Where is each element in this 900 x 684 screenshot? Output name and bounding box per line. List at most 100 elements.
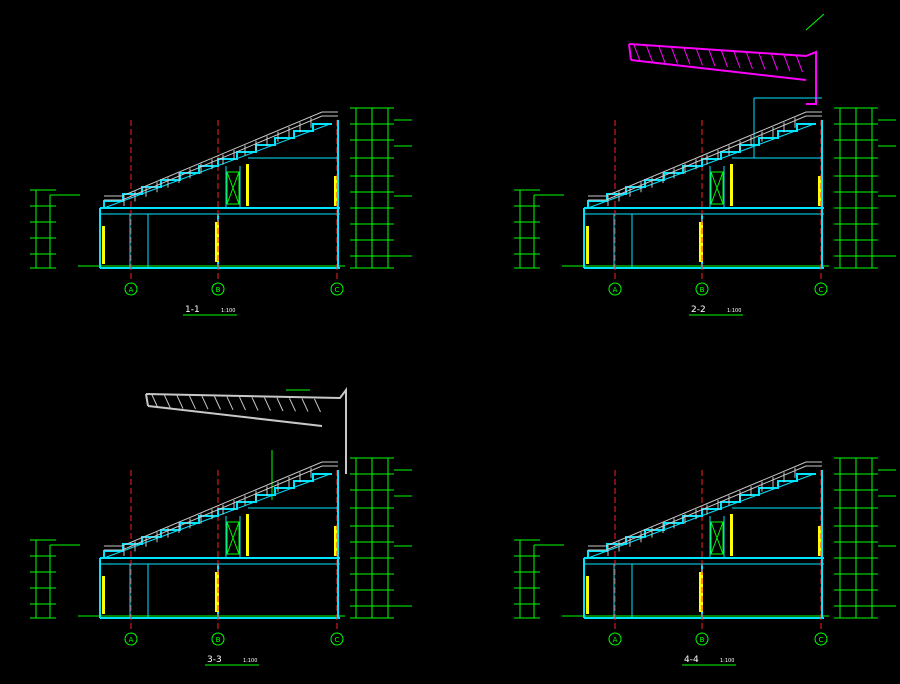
handrail-top: [104, 461, 338, 547]
stand-rake-soffit: [103, 123, 331, 209]
column-mark: [586, 576, 589, 614]
grid-axis-label-c: C: [819, 286, 824, 294]
handrail-top: [588, 461, 822, 547]
door-symbol: [226, 171, 240, 205]
truss-web: [796, 55, 803, 73]
grid-axis-label-a: A: [129, 636, 134, 644]
canopy-bottom-chord: [147, 405, 323, 427]
grid-axis-label-a: A: [613, 636, 618, 644]
column-mark: [334, 176, 338, 206]
grid-axis-bubble: [211, 632, 225, 646]
grid-axis-label-c: C: [335, 636, 340, 644]
handrail-mid: [104, 465, 338, 551]
door-swing: [710, 171, 724, 205]
column-mark: [246, 514, 249, 556]
truss-web: [276, 397, 284, 412]
section-label: 4-4: [684, 655, 699, 665]
column-mark: [246, 164, 249, 206]
handrail-mid: [588, 465, 822, 551]
column-mark: [215, 222, 219, 262]
door-symbol: [710, 171, 724, 205]
grid-axis-bubble: [211, 282, 225, 296]
truss-web: [289, 398, 296, 412]
column-mark: [334, 526, 338, 556]
section-3-3: 3-3 1:100 A B C: [30, 387, 412, 666]
door-symbol: [710, 521, 724, 555]
door-swing: [226, 521, 240, 555]
column-mark: [730, 514, 733, 556]
grid-axis-bubble: [814, 632, 828, 646]
truss-web: [264, 397, 271, 411]
column-mark: [102, 226, 105, 264]
truss-web: [214, 396, 221, 410]
canopy-outline: [145, 387, 347, 474]
grid-axis-bubble: [608, 632, 622, 646]
truss-web: [201, 395, 209, 410]
grid-axis-bubble: [330, 282, 344, 296]
handrail-top: [588, 111, 822, 197]
column-mark: [215, 572, 219, 612]
grid-axis-label-c: C: [819, 636, 824, 644]
grid-axis-label-b: B: [700, 636, 705, 644]
truss-web: [708, 49, 716, 67]
truss-web: [176, 395, 184, 409]
truss-web: [746, 52, 753, 69]
section-4-4: 4-4 1:100 A B C: [514, 457, 896, 666]
column-mark: [699, 222, 703, 262]
grid-axis-bubble: [124, 282, 138, 296]
truss-web: [758, 53, 766, 70]
grid-axis-bubble: [695, 282, 709, 296]
section-title-4-4: 4-4 1:100: [682, 655, 736, 666]
door-swing: [226, 171, 240, 205]
truss-web: [164, 395, 171, 409]
section-scale: 1:100: [727, 308, 741, 314]
truss-web: [671, 47, 678, 64]
column-mark: [818, 526, 822, 556]
truss-web: [151, 394, 159, 409]
canopy-edge: [628, 43, 632, 61]
grid-axis-bubble: [124, 632, 138, 646]
truss-web: [251, 397, 259, 411]
section-title-1-1: 1-1 1:100: [183, 305, 237, 316]
section-1-1: 1-1 1:100 A B C: [30, 107, 412, 316]
section-title-3-3: 3-3 1:100: [205, 655, 259, 666]
section-label: 1-1: [185, 305, 200, 315]
grid-axis-bubble: [330, 632, 344, 646]
canopy-edge: [145, 393, 149, 407]
truss-web: [683, 48, 691, 65]
truss-web: [226, 396, 234, 411]
truss-web: [646, 45, 653, 63]
grid-axis-label-b: B: [216, 286, 221, 294]
grid-axis-bubble: [695, 632, 709, 646]
truss-web: [721, 50, 728, 68]
truss-web: [314, 398, 321, 413]
handrail-mid: [588, 115, 822, 201]
truss-web: [771, 54, 778, 71]
grid-axis-label-a: A: [613, 286, 618, 294]
section-label: 3-3: [207, 655, 222, 665]
handrail-top: [104, 111, 338, 197]
column-mark: [818, 176, 822, 206]
section-title-2-2: 2-2 1:100: [689, 305, 743, 316]
column-mark: [730, 164, 733, 206]
grid-axis-label-b: B: [700, 286, 705, 294]
truss-web: [733, 51, 741, 68]
truss-web: [696, 49, 703, 66]
grid-axis-label-a: A: [129, 286, 134, 294]
section-scale: 1:100: [221, 308, 235, 314]
door-symbol: [226, 521, 240, 555]
grid-axis-bubble: [814, 282, 828, 296]
stand-rake-soffit: [587, 473, 815, 559]
section-label: 2-2: [691, 305, 706, 315]
handrail-mid: [104, 115, 338, 201]
section-scale: 1:100: [720, 658, 734, 664]
grid-axis-label-c: C: [335, 286, 340, 294]
leader-line: [805, 13, 825, 31]
section-2-2: 2-2 1:100 A B C: [514, 13, 896, 316]
grid-axis-label-b: B: [216, 636, 221, 644]
column-mark: [699, 572, 703, 612]
truss-web: [633, 44, 641, 62]
canopy-outline: [628, 43, 817, 105]
